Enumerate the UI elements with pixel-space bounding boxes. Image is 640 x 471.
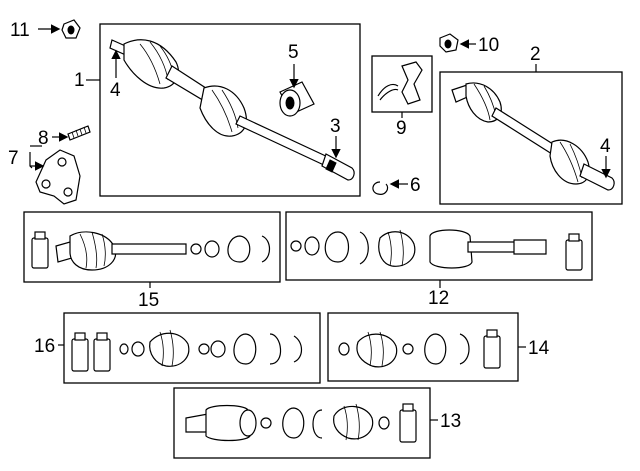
callout-14: 14 xyxy=(528,338,550,359)
callout-16: 16 xyxy=(34,336,55,357)
callout-10: 10 xyxy=(478,35,499,56)
grease-tube xyxy=(483,329,501,369)
callout-7: 7 xyxy=(8,148,19,169)
grease-tube xyxy=(93,332,111,372)
grease-tube xyxy=(71,332,89,372)
callout-3: 3 xyxy=(330,116,341,137)
kit-box-15[interactable] xyxy=(23,211,281,283)
grease-tube xyxy=(31,231,49,269)
bearing-part-5 xyxy=(279,81,315,117)
callout-11: 11 xyxy=(10,20,30,41)
callout-4-left: 4 xyxy=(110,80,121,101)
leader-lines xyxy=(29,24,611,421)
kit-box-12[interactable] xyxy=(285,211,593,281)
snap-ring-part-6[interactable] xyxy=(372,181,389,195)
nut-part-10[interactable] xyxy=(439,33,459,53)
callout-1: 1 xyxy=(74,70,85,91)
callout-12: 12 xyxy=(428,288,449,309)
right-axle-shaft xyxy=(451,82,615,191)
callout-15: 15 xyxy=(138,290,159,311)
clamp-kit-box[interactable] xyxy=(371,55,433,113)
callout-6: 6 xyxy=(410,175,421,196)
bracket-part-7[interactable] xyxy=(35,149,81,205)
callout-5: 5 xyxy=(288,42,299,63)
callout-13: 13 xyxy=(440,411,461,432)
kit-box-16[interactable] xyxy=(63,312,321,384)
kit-box-14[interactable] xyxy=(327,312,519,382)
right-axle-assembly-box[interactable] xyxy=(439,71,623,205)
bolt-part-8[interactable] xyxy=(67,125,91,141)
grease-tube xyxy=(399,403,417,443)
nut-part-11[interactable] xyxy=(61,19,81,39)
left-axle-shaft xyxy=(109,39,355,181)
callout-4-right: 4 xyxy=(600,136,611,157)
left-axle-assembly-box[interactable] xyxy=(99,23,361,197)
callout-2: 2 xyxy=(530,44,541,65)
grease-tube xyxy=(565,233,583,271)
callout-9: 9 xyxy=(396,118,407,139)
callout-8: 8 xyxy=(38,128,49,149)
kit-box-13[interactable] xyxy=(173,387,431,459)
